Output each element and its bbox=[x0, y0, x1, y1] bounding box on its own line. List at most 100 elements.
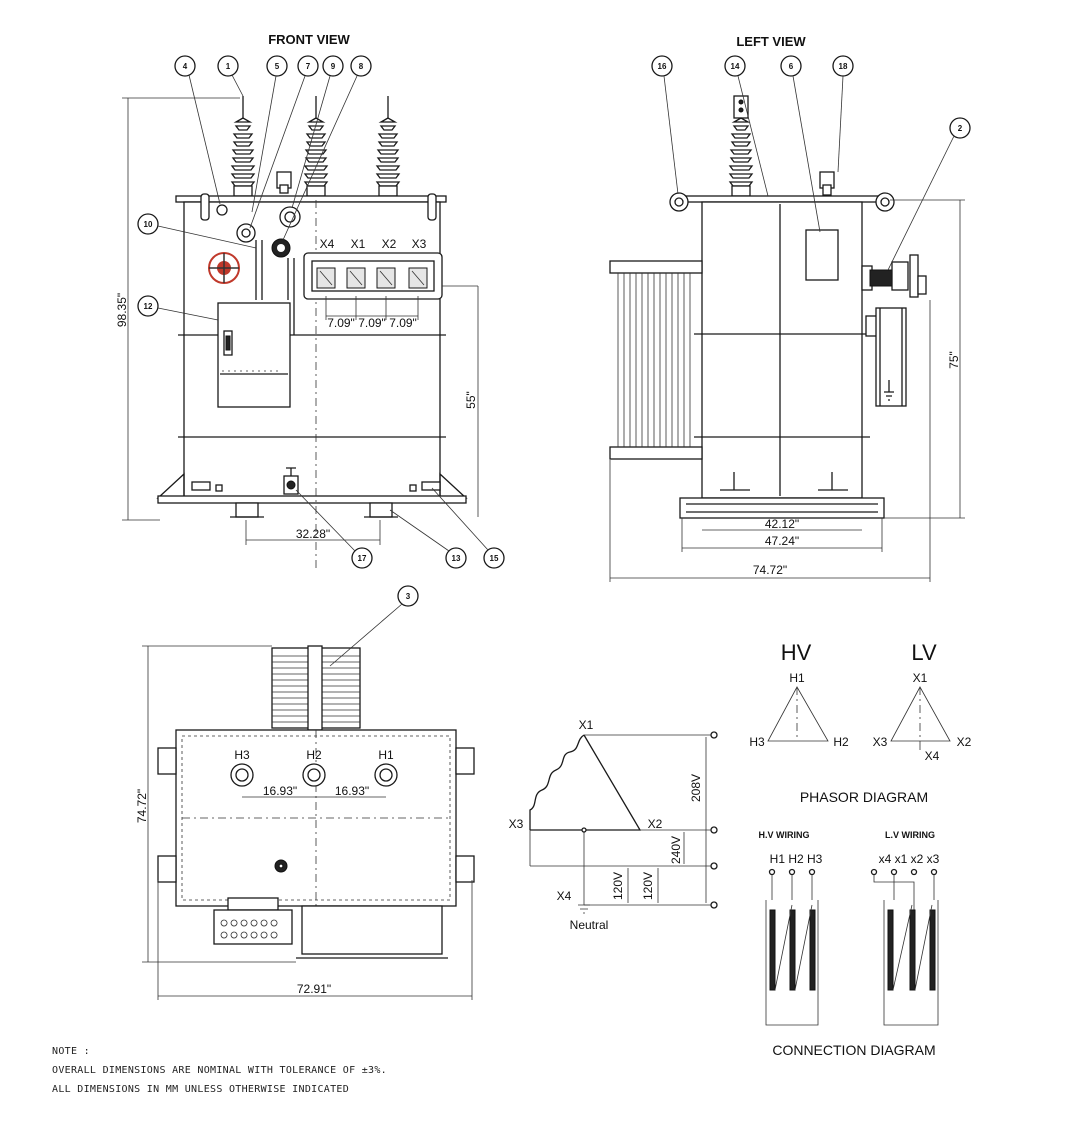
label-x3: X3 bbox=[509, 817, 524, 831]
hv-wiring-title: H.V WIRING bbox=[759, 830, 810, 840]
lv-spacing-1: 7.09" bbox=[327, 316, 355, 330]
svg-text:H1: H1 bbox=[789, 671, 805, 685]
svg-text:6: 6 bbox=[789, 62, 794, 71]
note-line-1: OVERALL DIMENSIONS ARE NOMINAL WITH TOLE… bbox=[52, 1065, 387, 1076]
front-view: FRONT VIEW bbox=[115, 32, 505, 570]
pressure-relief-valve bbox=[216, 204, 228, 216]
top-bushing-h2: H2 bbox=[302, 748, 326, 787]
dim-left-w1: 42.12" bbox=[765, 517, 799, 531]
left-control-box bbox=[875, 307, 907, 407]
label-neutral: Neutral bbox=[570, 918, 609, 932]
svg-text:7: 7 bbox=[306, 62, 311, 71]
phasor-caption: PHASOR DIAGRAM bbox=[800, 789, 928, 805]
terminal-x1: X1 bbox=[351, 237, 366, 251]
callout: 1 bbox=[217, 55, 244, 97]
lv-terminals-text: x4 x1 x2 x3 bbox=[879, 852, 940, 866]
lv-spacing-2: 7.09" bbox=[358, 316, 386, 330]
hv-bushing bbox=[375, 96, 401, 197]
top-bushing-h3: H3 bbox=[230, 748, 254, 787]
svg-text:15: 15 bbox=[490, 554, 499, 563]
svg-text:8: 8 bbox=[359, 62, 364, 71]
callout: 8 bbox=[282, 55, 372, 241]
dim-top-width: 72.91" bbox=[297, 982, 331, 996]
left-view: LEFT VIEW bbox=[609, 34, 971, 582]
note-title: NOTE : bbox=[52, 1046, 90, 1057]
svg-text:X2: X2 bbox=[957, 735, 972, 749]
label-120v-a: 120V bbox=[611, 872, 625, 900]
svg-text:3: 3 bbox=[406, 592, 411, 601]
label-208v: 208V bbox=[689, 774, 703, 802]
callout: 12 bbox=[137, 295, 219, 321]
svg-text:H1: H1 bbox=[378, 748, 394, 762]
callout: 16 bbox=[651, 55, 679, 195]
terminal-x4: X4 bbox=[320, 237, 335, 251]
callout: 7 bbox=[249, 55, 319, 229]
svg-text:13: 13 bbox=[452, 554, 461, 563]
connection-caption: CONNECTION DIAGRAM bbox=[772, 1042, 935, 1058]
svg-text:X4: X4 bbox=[925, 749, 940, 763]
svg-text:14: 14 bbox=[731, 62, 740, 71]
svg-text:17: 17 bbox=[358, 554, 367, 563]
callout: 3 bbox=[329, 585, 419, 667]
notes: NOTE : OVERALL DIMENSIONS ARE NOMINAL WI… bbox=[52, 1046, 387, 1095]
svg-text:12: 12 bbox=[144, 302, 153, 311]
label-x2: X2 bbox=[648, 817, 663, 831]
svg-text:1: 1 bbox=[226, 62, 231, 71]
svg-text:X3: X3 bbox=[873, 735, 888, 749]
lv-wiring-title: L.V WIRING bbox=[885, 830, 935, 840]
nameplate bbox=[805, 229, 839, 281]
svg-text:4: 4 bbox=[183, 62, 188, 71]
svg-text:X1: X1 bbox=[913, 671, 928, 685]
callout: 13 bbox=[389, 509, 467, 569]
svg-text:18: 18 bbox=[839, 62, 848, 71]
lv-schematic: X1 X2 X3 X4 208V 240V 120V 120V Neutral bbox=[509, 718, 718, 932]
svg-text:9: 9 bbox=[331, 62, 336, 71]
svg-text:2: 2 bbox=[958, 124, 963, 133]
lv-title: LV bbox=[911, 640, 937, 665]
callout: 14 bbox=[724, 55, 769, 197]
svg-text:5: 5 bbox=[275, 62, 280, 71]
callout: 17 bbox=[295, 489, 373, 569]
terminal-x2: X2 bbox=[382, 237, 397, 251]
label-240v: 240V bbox=[669, 836, 683, 864]
svg-text:H2: H2 bbox=[833, 735, 849, 749]
connection-diagram: H.V WIRING L.V WIRING H1 H2 H3 x4 x1 x2 … bbox=[759, 830, 940, 1058]
svg-text:16: 16 bbox=[658, 62, 667, 71]
callout: 15 bbox=[431, 487, 505, 569]
callout: 18 bbox=[832, 55, 854, 173]
tank-cover bbox=[175, 195, 447, 203]
hv-bushing bbox=[230, 96, 256, 197]
callout: 6 bbox=[780, 55, 821, 233]
callout: 5 bbox=[251, 55, 288, 213]
svg-text:H2: H2 bbox=[306, 748, 322, 762]
svg-text:10: 10 bbox=[144, 220, 153, 229]
dim-front-height: 98.35" bbox=[115, 293, 129, 327]
label-120v-b: 120V bbox=[641, 872, 655, 900]
dim-hv-spacing-2: 16.93" bbox=[335, 784, 369, 798]
hv-bushing bbox=[303, 96, 329, 197]
callout: 9 bbox=[291, 55, 344, 209]
dim-hv-spacing-1: 16.93" bbox=[263, 784, 297, 798]
label-x4: X4 bbox=[557, 889, 572, 903]
radiator bbox=[609, 260, 703, 460]
dim-base-width: 32.28" bbox=[296, 527, 330, 541]
terminal-x3: X3 bbox=[412, 237, 427, 251]
top-view: 3 H3 H2 H1 16.93" 16.93" 74.72" 72.91" bbox=[135, 585, 475, 1000]
callout: 10 bbox=[137, 213, 257, 249]
hv-terminals: H1 H2 H3 bbox=[770, 852, 823, 866]
hv-title: HV bbox=[781, 640, 812, 665]
front-view-title: FRONT VIEW bbox=[268, 32, 350, 47]
dim-lv-height: 55" bbox=[464, 391, 478, 409]
tank-base bbox=[157, 495, 467, 504]
lv-spacing-3: 7.09" bbox=[389, 316, 417, 330]
svg-text:H3: H3 bbox=[234, 748, 250, 762]
lv-terminals: X4 X1 X2 X3 7.09" 7.09" 7.09" bbox=[303, 237, 478, 330]
dim-left-w2: 47.24" bbox=[765, 534, 799, 548]
top-radiator bbox=[271, 645, 361, 731]
callout: 2 bbox=[887, 117, 971, 271]
dim-left-w3: 74.72" bbox=[753, 563, 787, 577]
callout: 4 bbox=[174, 55, 221, 205]
top-terminal-strip bbox=[213, 909, 293, 945]
left-view-title: LEFT VIEW bbox=[736, 34, 806, 49]
